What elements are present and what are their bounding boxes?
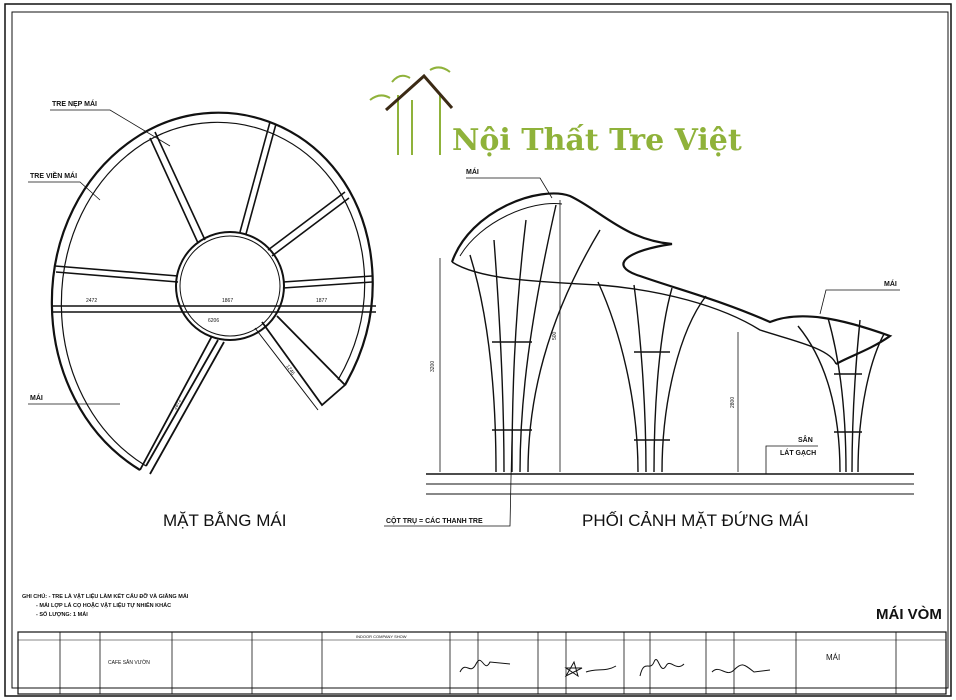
leader-mai-top	[466, 177, 553, 199]
signature-2	[564, 660, 617, 678]
title-block: CAFE SÂN VƯỜN INDOOR COMPANY SHOW MÁI	[17, 631, 947, 695]
dim-text: 1867	[222, 298, 233, 304]
roof-outer-edge-inner	[60, 121, 366, 467]
dim-text: 3200	[430, 361, 436, 372]
wedge-left	[139, 335, 219, 471]
elevation-title: PHỐI CẢNH MẶT ĐỨNG MÁI	[582, 510, 809, 530]
dim-text: 1877	[316, 298, 327, 304]
general-notes: GHI CHÚ: - TRE LÀ VẬT LIỆU LÀM KẾT CẤU Đ…	[22, 592, 189, 618]
roof-center-ring-inner	[179, 235, 281, 337]
note-line: - MÁI LỢP LÁ CỌ HOẶC VẬT LIỆU TỰ NHIÊN K…	[36, 601, 171, 609]
leader-tre-vien-mai	[28, 181, 101, 201]
bamboo-house-icon	[369, 66, 454, 155]
leader-cot-tru	[384, 429, 513, 527]
sheet-inner-border	[11, 11, 949, 689]
logo-text: Nội Thất Tre Việt	[452, 123, 742, 158]
leader-san	[765, 445, 818, 474]
dim-text: 2800	[730, 397, 736, 408]
note-line: - SỐ LƯỢNG: 1 MÁI	[36, 611, 88, 618]
leader-tre-nep-mai	[50, 109, 171, 147]
label-mai-top: MÁI	[466, 167, 479, 176]
label-mai-right: MÁI	[884, 279, 897, 288]
label-mai-plan: MÁI	[30, 393, 43, 402]
label-cot-tru: CỘT TRỤ = CÁC THANH TRE	[386, 516, 483, 525]
leader-mai-right	[819, 289, 900, 315]
tb-project: CAFE SÂN VƯỜN	[108, 659, 150, 666]
dim-text: 1246	[284, 364, 295, 377]
dim-text: 2472	[86, 298, 97, 304]
roof-elevation-view: 3200 500 2800 MÁI MÁI SÂN LÁT GẠCH CỘT T…	[384, 167, 914, 530]
signature-4	[711, 664, 771, 674]
roof-plan-view: 2472 1867 1877 6206 2872 1246 TRE NẸP MÁ…	[28, 99, 376, 530]
bamboo-column-2	[597, 281, 707, 473]
dim-text: 2872	[172, 398, 183, 411]
roof-ribs	[54, 121, 373, 289]
wedge-right-2	[254, 327, 319, 411]
bamboo-column-1	[469, 204, 601, 473]
sheet-outer-border	[4, 3, 952, 697]
signature-1	[459, 659, 511, 673]
dim-text: 500	[552, 331, 558, 340]
tb-drawing-name: MÁI	[826, 653, 840, 662]
canopy-outline	[450, 192, 893, 365]
note-line: GHI CHÚ: - TRE LÀ VẬT LIỆU LÀM KẾT CẤU Đ…	[22, 592, 189, 600]
wedge-right	[261, 315, 347, 407]
dim-text: 6206	[208, 318, 219, 324]
plan-title: MẶT BẰNG MÁI	[163, 511, 286, 530]
brand-logo: Nội Thất Tre Việt	[369, 66, 742, 158]
roof-center-ring	[175, 231, 285, 341]
bamboo-column-3	[797, 317, 885, 473]
sheet-title: MÁI VÒM	[876, 605, 942, 623]
label-san: SÂN	[798, 435, 813, 444]
label-tre-nep-mai: TRE NẸP MÁI	[52, 99, 97, 108]
wedge-left-3	[149, 341, 225, 475]
label-lat-gach: LÁT GẠCH	[780, 448, 816, 457]
tb-company: INDOOR COMPANY SHOW	[356, 634, 407, 639]
canopy-rib	[459, 203, 563, 257]
signature-3	[639, 659, 685, 677]
label-tre-vien-mai: TRE VIỀN MÁI	[30, 170, 77, 180]
roof-outer-edge	[50, 111, 374, 471]
